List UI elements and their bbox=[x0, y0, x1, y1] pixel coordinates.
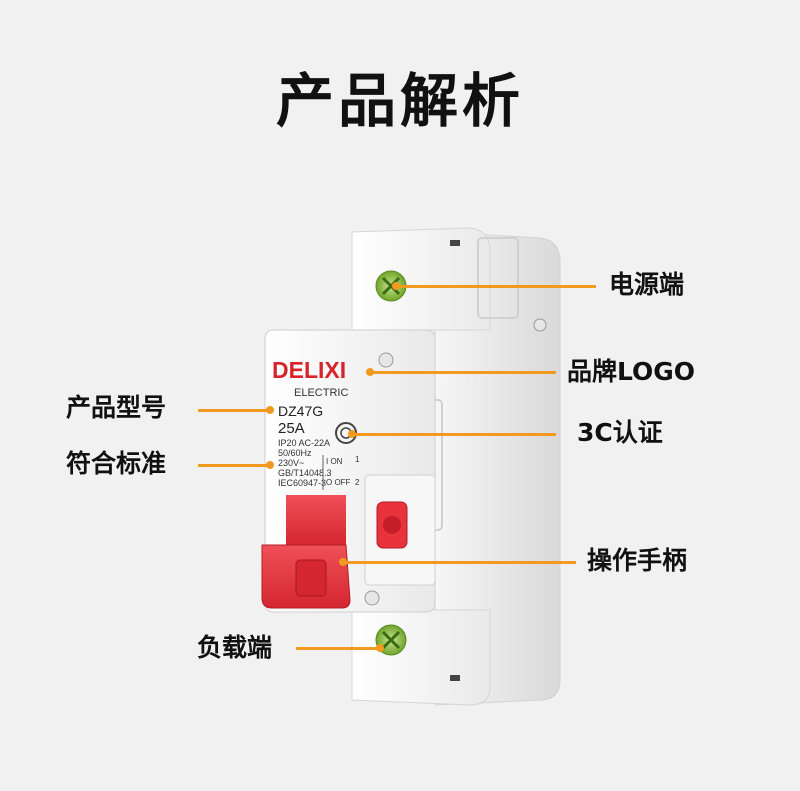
pin-1-label: 1 bbox=[355, 455, 360, 464]
spec-line-1: IP20 AC-22A bbox=[278, 438, 330, 448]
label-load-terminal: 负载端 bbox=[197, 633, 273, 662]
callout-line-handle bbox=[343, 561, 576, 564]
pin-2-label: 2 bbox=[355, 478, 360, 487]
callout-line-3c bbox=[352, 433, 556, 436]
spec-line-4: GB/T14048.3 bbox=[278, 468, 332, 478]
breaker-side-panel bbox=[434, 231, 561, 706]
screw-top-left bbox=[378, 352, 394, 368]
callout-dot-handle bbox=[339, 558, 347, 566]
label-power-terminal: 电源端 bbox=[609, 270, 685, 299]
side-slot-bottom bbox=[450, 675, 460, 681]
callout-line-load bbox=[296, 647, 380, 650]
callout-dot-model bbox=[266, 406, 274, 414]
side-embossing-top bbox=[477, 237, 519, 319]
brand-logo-text: DELIXI bbox=[272, 357, 346, 383]
current-text: 25A bbox=[278, 420, 305, 437]
spec-line-5: IEC60947-3 bbox=[278, 478, 326, 488]
label-handle: 操作手柄 bbox=[587, 546, 688, 575]
handle-body bbox=[286, 495, 346, 545]
page-title: 产品解析 bbox=[275, 67, 524, 135]
off-label: O OFF bbox=[326, 478, 351, 487]
callout-dot-load bbox=[376, 644, 384, 652]
breaker-bottom-block bbox=[351, 609, 491, 706]
spec-line-3: 230V~ bbox=[278, 458, 304, 468]
callout-line-standard bbox=[198, 464, 270, 467]
screw-mid-right bbox=[533, 318, 547, 332]
callout-dot-power bbox=[392, 282, 400, 290]
spec-line-2: 50/60Hz bbox=[278, 448, 312, 458]
callout-line-model bbox=[198, 409, 270, 412]
label-3c-cert: 3C认证 bbox=[577, 418, 663, 447]
callout-dot-logo bbox=[366, 368, 374, 376]
callout-dot-standard bbox=[266, 461, 274, 469]
screw-lower bbox=[364, 590, 380, 606]
model-text: DZ47G bbox=[278, 403, 323, 419]
label-model: 产品型号 bbox=[66, 393, 167, 422]
brand-sub-text: ELECTRIC bbox=[294, 387, 348, 399]
side-slot-top bbox=[450, 240, 460, 246]
callout-line-power bbox=[396, 285, 596, 288]
label-brand-logo: 品牌LOGO bbox=[567, 357, 696, 386]
breaker-top-block bbox=[351, 227, 491, 331]
label-standard: 符合标准 bbox=[66, 449, 167, 478]
callout-dot-3c bbox=[348, 430, 356, 438]
callout-line-logo bbox=[370, 371, 556, 374]
on-label: I ON bbox=[326, 457, 343, 466]
